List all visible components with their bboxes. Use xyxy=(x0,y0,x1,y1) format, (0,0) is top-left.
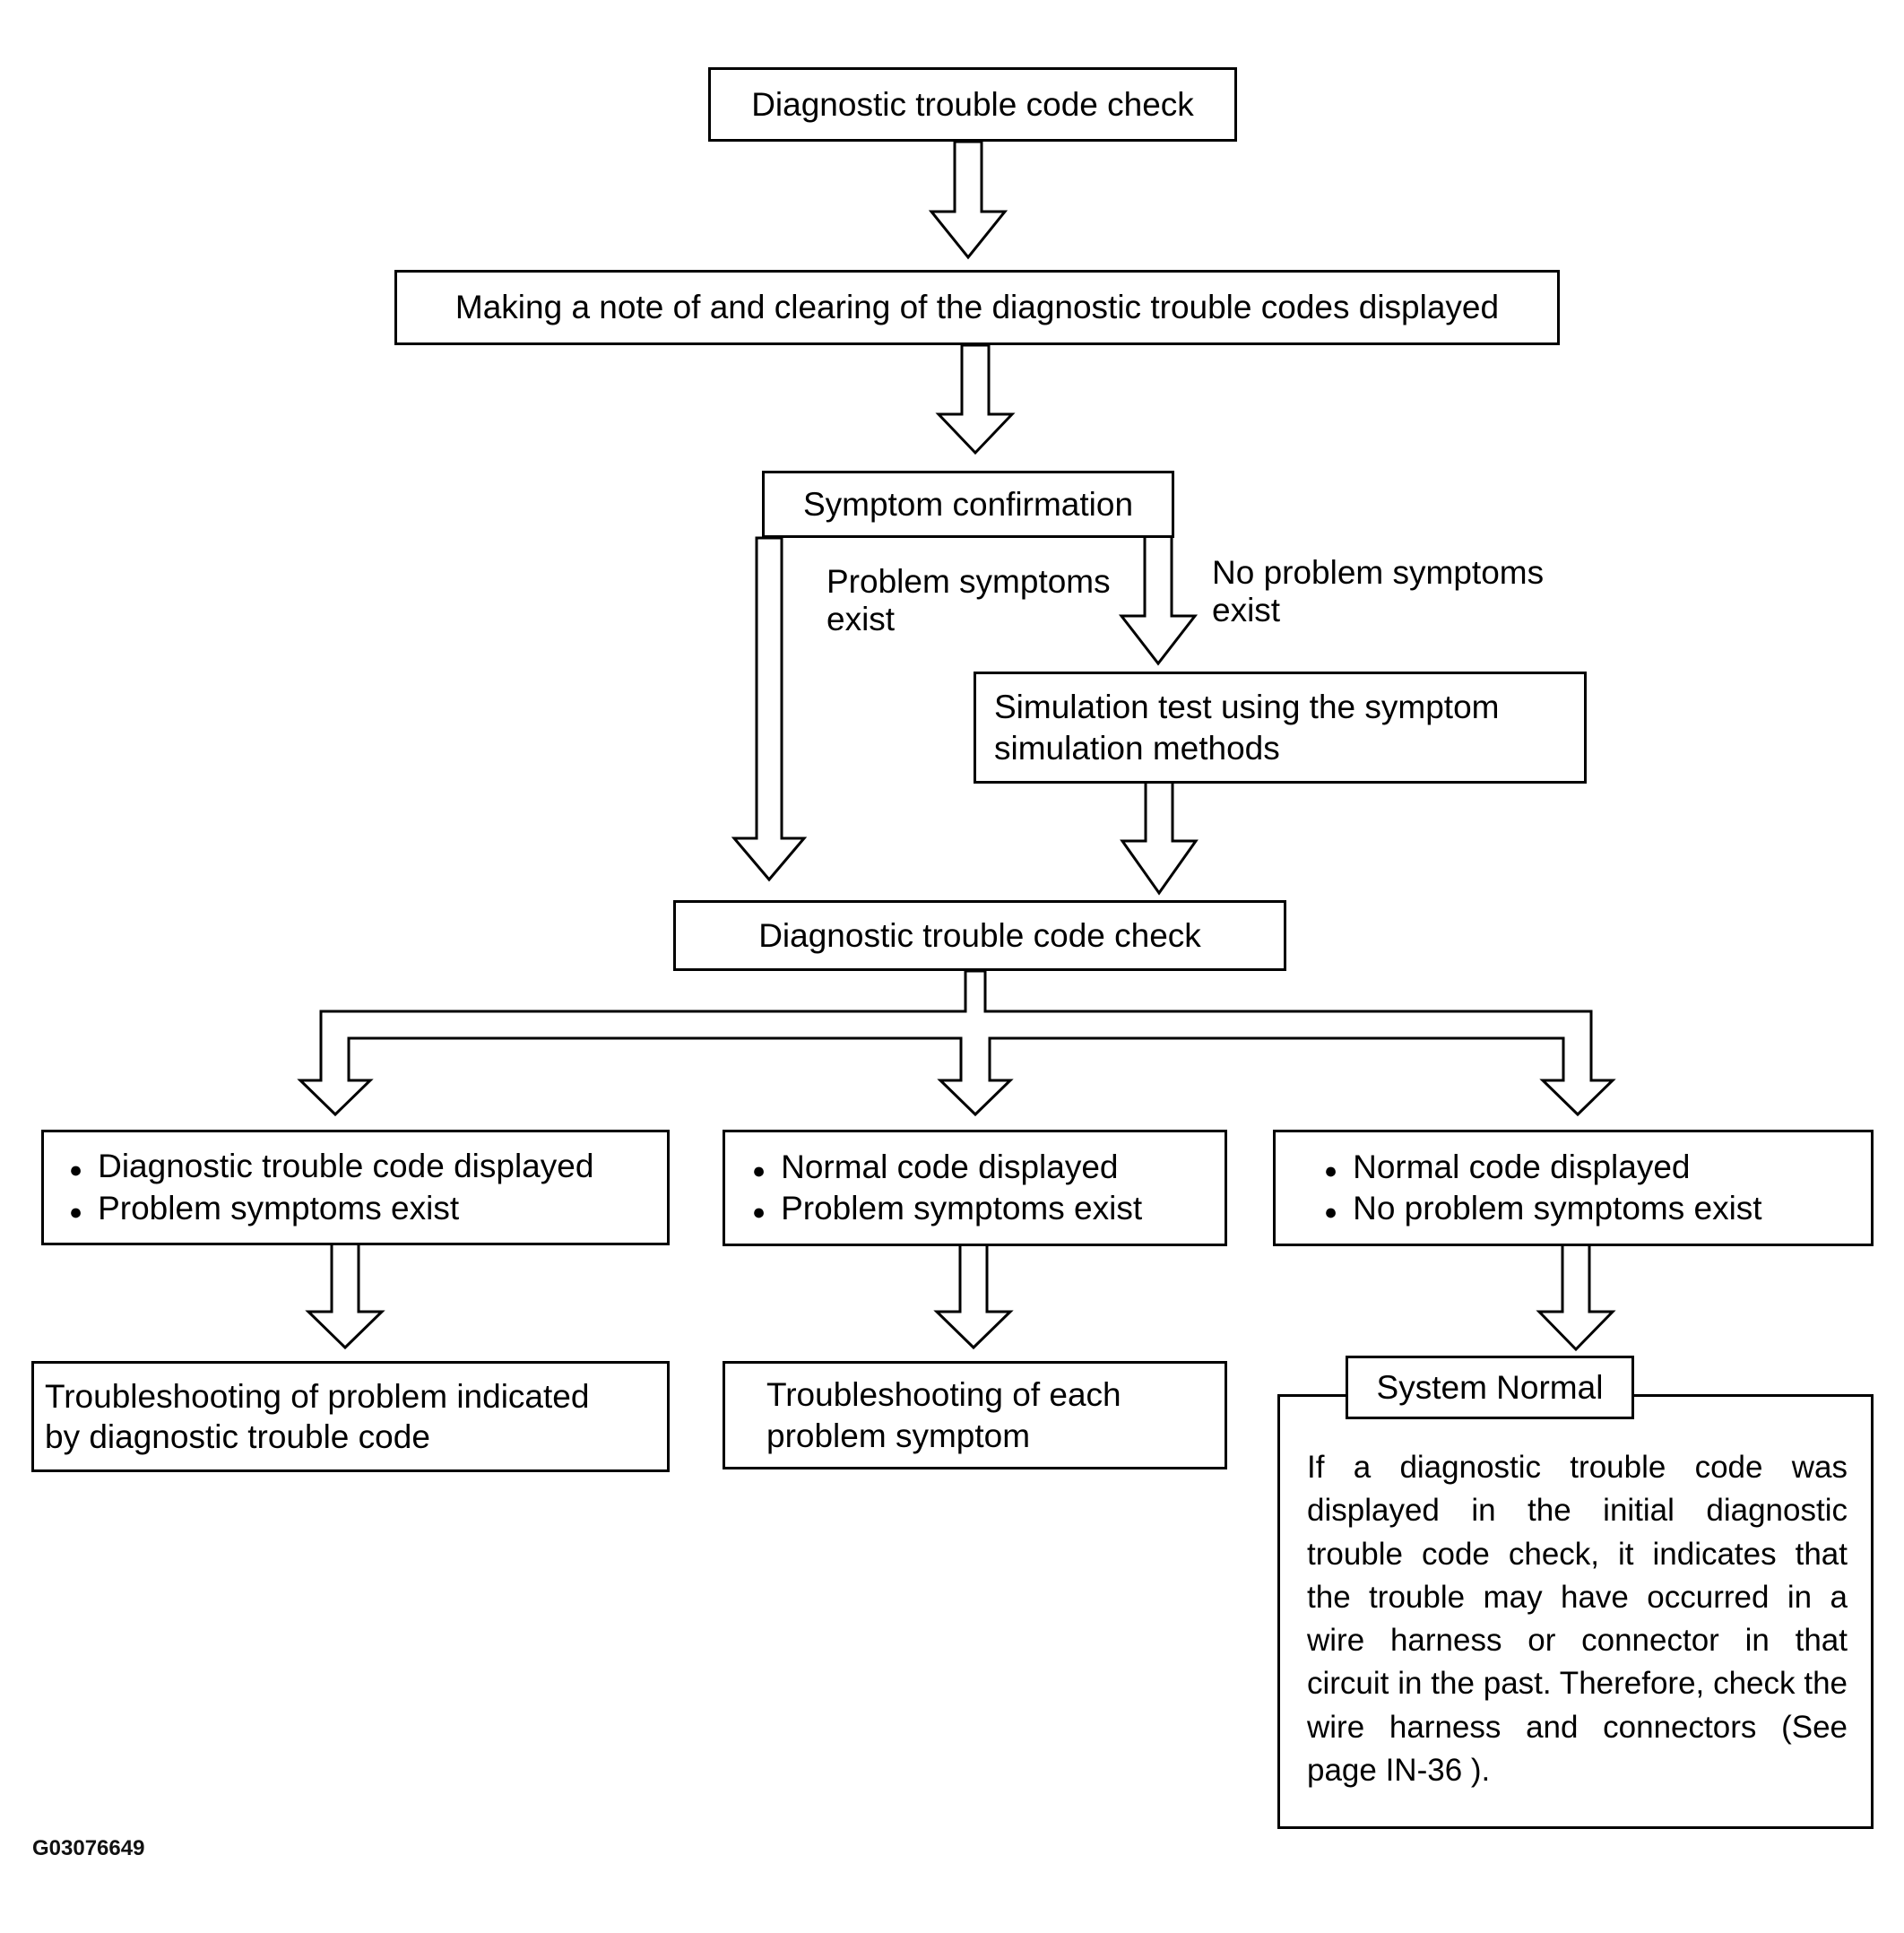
branch-left-item-2: ● Problem symptoms exist xyxy=(69,1188,459,1229)
node-dtc-check-1: Diagnostic trouble code check xyxy=(708,67,1237,142)
branch-right-item-2-label: No problem symptoms exist xyxy=(1353,1190,1762,1227)
node-troubleshoot-symptom: Troubleshooting of each problem symptom xyxy=(723,1361,1227,1469)
arrow-note-to-symptom-icon xyxy=(935,343,1016,455)
node-system-normal-body: If a diagnostic trouble code was display… xyxy=(1277,1394,1874,1829)
node-branch-middle: ● Normal code displayed ● Problem sympto… xyxy=(723,1130,1227,1246)
figure-code: G03076649 xyxy=(32,1836,145,1860)
branch-right-item-1-label: Normal code displayed xyxy=(1353,1148,1691,1185)
node-troubleshoot-dtc: Troubleshooting of problem indicated by … xyxy=(31,1361,670,1472)
node-branch-left: ● Diagnostic trouble code displayed ● Pr… xyxy=(41,1130,670,1245)
node-note-clear: Making a note of and clearing of the dia… xyxy=(394,270,1560,345)
bullet-icon: ● xyxy=(69,1199,83,1225)
node-simulation-test-label: Simulation test using the symptom simula… xyxy=(994,689,1500,767)
branch-left-item-1-label: Diagnostic trouble code displayed xyxy=(98,1148,594,1185)
arrow-branch-middle-icon xyxy=(933,1243,1014,1350)
arrow-problem-symptoms-icon xyxy=(731,536,808,882)
node-note-clear-label: Making a note of and clearing of the dia… xyxy=(454,289,1500,326)
arrow-top-to-note-icon xyxy=(928,140,1008,260)
system-normal-body-text: If a diagnostic trouble code was display… xyxy=(1307,1450,1848,1789)
edge-label-problem-symptoms: Problem symptoms exist xyxy=(827,563,1111,638)
node-dtc-check-2-label: Diagnostic trouble code check xyxy=(758,916,1201,954)
node-troubleshoot-dtc-label: Troubleshooting of problem indicated by … xyxy=(45,1377,590,1455)
branch-middle-item-1: ● Normal code displayed xyxy=(752,1147,1118,1188)
arrow-branch-right-icon xyxy=(1536,1243,1616,1352)
system-normal-title-label: System Normal xyxy=(1376,1368,1604,1406)
edge-label-no-problem-symptoms: No problem symptoms exist xyxy=(1212,554,1545,629)
node-symptom-confirmation: Symptom confirmation xyxy=(762,471,1174,538)
branch-left-item-1: ● Diagnostic trouble code displayed xyxy=(69,1146,593,1187)
branch-middle-item-1-label: Normal code displayed xyxy=(781,1148,1119,1185)
node-system-normal-title: System Normal xyxy=(1346,1356,1634,1419)
branch-right-item-1: ● Normal code displayed xyxy=(1324,1147,1690,1188)
node-troubleshoot-symptom-label: Troubleshooting of each problem symptom xyxy=(766,1376,1121,1454)
bullet-icon: ● xyxy=(69,1157,83,1183)
bullet-icon: ● xyxy=(752,1200,766,1225)
arrow-no-problem-symptoms-icon xyxy=(1118,534,1199,666)
branch-connector-icon xyxy=(297,969,1616,1117)
node-simulation-test: Simulation test using the symptom simula… xyxy=(974,672,1587,784)
branch-left-item-2-label: Problem symptoms exist xyxy=(98,1189,460,1227)
bullet-icon: ● xyxy=(752,1157,766,1183)
arrow-simulation-to-dtc-icon xyxy=(1120,780,1199,896)
bullet-icon: ● xyxy=(1324,1200,1338,1225)
branch-right-item-2: ● No problem symptoms exist xyxy=(1324,1188,1762,1229)
node-symptom-confirmation-label: Symptom confirmation xyxy=(802,485,1134,523)
node-branch-right: ● Normal code displayed ● No problem sym… xyxy=(1273,1130,1874,1246)
bullet-icon: ● xyxy=(1324,1157,1338,1183)
node-dtc-check-2: Diagnostic trouble code check xyxy=(673,900,1286,971)
branch-middle-item-2: ● Problem symptoms exist xyxy=(752,1188,1142,1229)
node-dtc-check-1-label: Diagnostic trouble code check xyxy=(751,85,1194,123)
arrow-branch-left-icon xyxy=(305,1242,385,1350)
branch-middle-item-2-label: Problem symptoms exist xyxy=(781,1190,1143,1227)
